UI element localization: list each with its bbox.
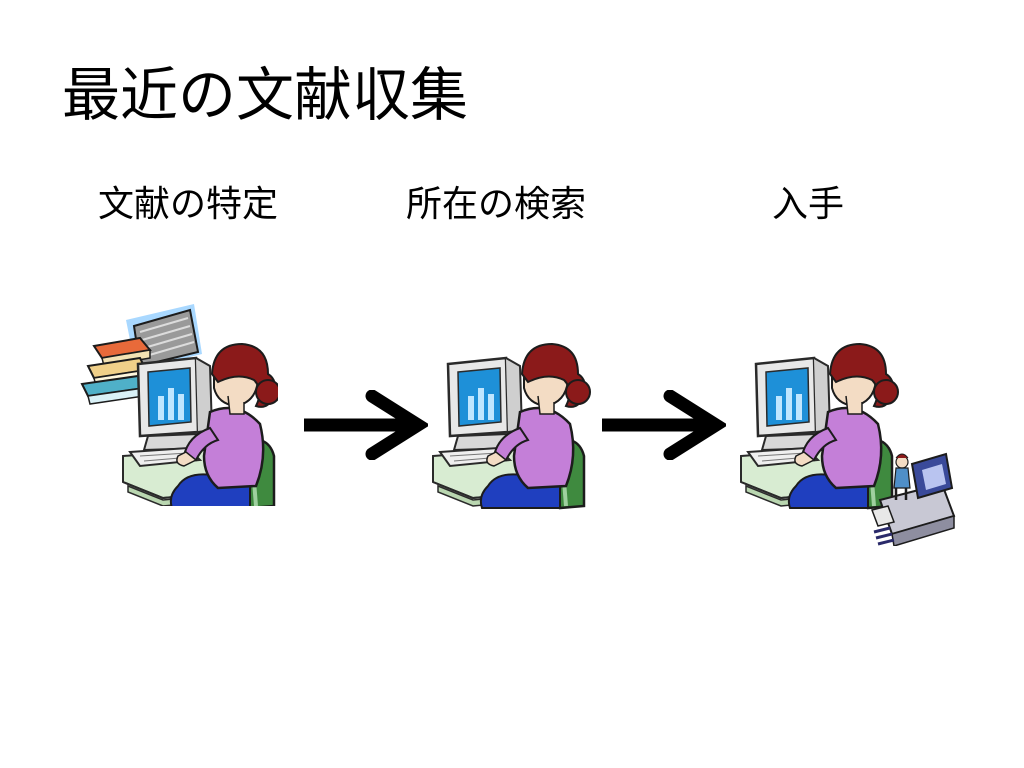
step-label-identify: 文献の特定 <box>98 184 279 225</box>
woman-at-computer-icon <box>428 336 598 512</box>
slide-title: 最近の文献収集 <box>62 61 469 129</box>
step-label-obtain: 入手 <box>772 184 845 225</box>
right-arrow-icon <box>602 390 726 460</box>
woman-at-computer-with-books-icon <box>78 300 278 506</box>
right-arrow-icon <box>304 390 428 460</box>
step-label-search: 所在の検索 <box>406 184 587 225</box>
woman-at-computer-with-copier-icon <box>736 336 962 546</box>
